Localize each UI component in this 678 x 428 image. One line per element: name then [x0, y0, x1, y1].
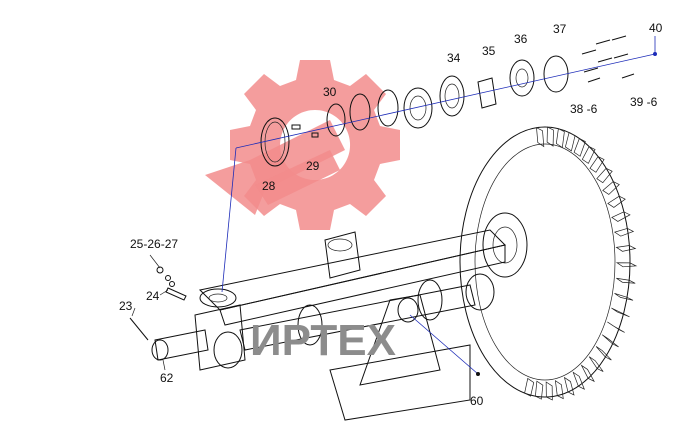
callout-24: 24 [146, 289, 160, 303]
tire-tread [602, 181, 620, 195]
cover-37 [543, 55, 569, 93]
washer-27 [169, 281, 175, 287]
seal-30 [326, 103, 346, 137]
tire-tread [536, 127, 545, 148]
tire-tread [555, 128, 565, 149]
tire-tread [602, 334, 619, 348]
nut-25 [156, 266, 164, 274]
key-29 [291, 124, 301, 130]
washer-26 [165, 275, 171, 281]
tire-tread [596, 167, 613, 184]
tire-tread [616, 277, 636, 284]
tire-tread [614, 293, 634, 301]
tire-tread [615, 262, 638, 268]
watermark-arrow-icon [205, 120, 345, 215]
exploded-parts [260, 35, 635, 167]
callout-37: 37 [553, 22, 567, 36]
callouts: 28 29 30 34 35 36 37 38 -6 39 -6 40 25-2… [119, 21, 663, 408]
callout-28: 28 [262, 179, 276, 193]
tire-tread [564, 132, 576, 152]
callout-25-26-27: 25-26-27 [130, 237, 178, 251]
bolts-38-39 [581, 35, 635, 83]
tire-tread [589, 156, 605, 173]
callout-39: 39 -6 [630, 95, 658, 109]
callout-40: 40 [649, 21, 663, 35]
tire-tread [580, 364, 595, 383]
callout-62: 62 [160, 371, 174, 385]
watermark-logo [205, 60, 400, 230]
callout-34: 34 [447, 51, 461, 65]
callout-23: 23 [119, 299, 133, 313]
bearing-34 [439, 75, 465, 117]
tire-tread [607, 195, 626, 208]
axle-beam [129, 229, 506, 421]
callout-29: 29 [306, 159, 320, 173]
callout-30: 30 [323, 85, 337, 99]
tire-tread [581, 146, 596, 164]
tire-tread [611, 211, 631, 222]
tire-tread [554, 380, 564, 400]
hub-36 [509, 59, 535, 97]
tire-tread [545, 381, 553, 401]
tire-tread [607, 321, 625, 333]
tire-tread [524, 377, 535, 397]
callout-60: 60 [470, 394, 484, 408]
tire-tread [615, 245, 637, 252]
bolt-24 [165, 287, 187, 301]
tire-tread [572, 371, 585, 390]
tire-tread [595, 346, 612, 361]
tire-tread [588, 356, 604, 372]
wheel-hub [482, 212, 528, 278]
callout-36: 36 [514, 32, 528, 46]
pin-23 [129, 317, 149, 341]
tire-tread [563, 376, 575, 396]
callout-35: 35 [482, 44, 496, 58]
watermark-arrow-tail-icon [255, 150, 340, 205]
tire-tread [613, 228, 635, 237]
bushing-35 [477, 77, 497, 109]
tire-tread [611, 307, 630, 318]
leader-lines [131, 36, 657, 376]
tire [459, 126, 638, 401]
tire-tread [546, 126, 554, 147]
watermark-text: ИРТЕХ [250, 316, 396, 365]
callout-38: 38 -6 [570, 102, 598, 116]
tire-tread [535, 380, 544, 400]
tire-tread [573, 138, 586, 157]
